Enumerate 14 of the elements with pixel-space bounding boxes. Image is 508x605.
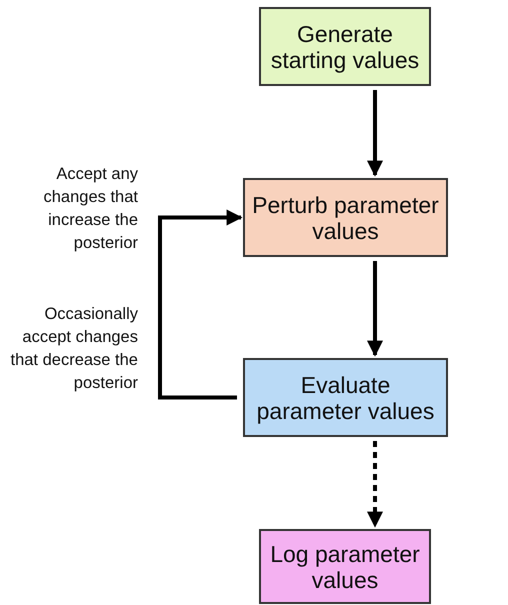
node-text: Generate starting values bbox=[270, 20, 420, 72]
node-text: Log parameter values bbox=[269, 540, 421, 592]
process-box bbox=[259, 7, 431, 86]
node-text: Perturb parameter values bbox=[251, 192, 440, 244]
note-text: Occasionally accept changes that decrease the posterior bbox=[9, 304, 138, 394]
note-text: Accept any changes that increase the posterior bbox=[42, 164, 138, 254]
node-text: Evaluate parameter values bbox=[256, 372, 436, 424]
process-box bbox=[243, 358, 448, 437]
arrow bbox=[367, 261, 383, 357]
process-box bbox=[259, 529, 431, 604]
process-box bbox=[243, 178, 448, 257]
arrow bbox=[367, 90, 383, 177]
arrow bbox=[367, 441, 383, 528]
arrow bbox=[158, 210, 243, 400]
